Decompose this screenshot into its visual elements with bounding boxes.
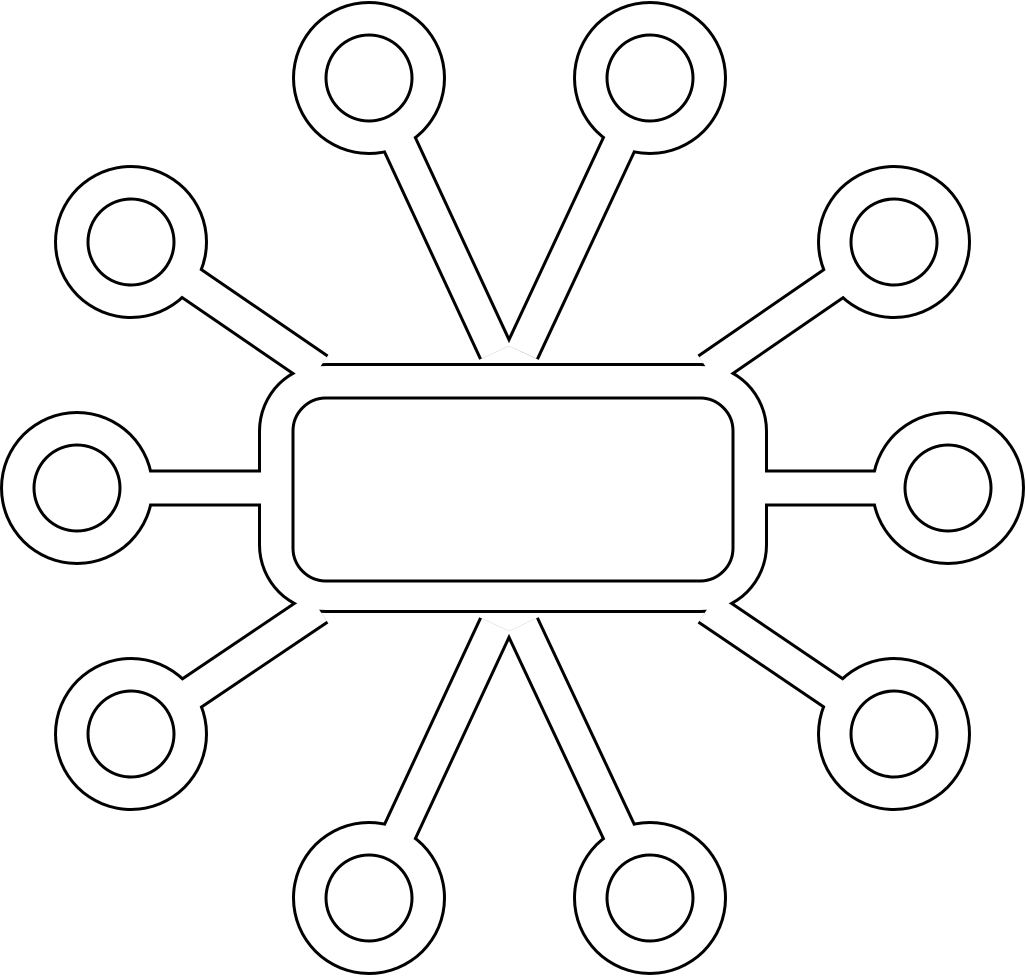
node-middle-right xyxy=(874,414,1022,562)
node-lower-right xyxy=(820,660,968,808)
hub-inner-rect xyxy=(291,396,735,583)
node-top-right xyxy=(576,4,724,152)
node-bottom-right xyxy=(576,824,724,972)
node-top-left xyxy=(295,4,443,152)
node-upper-right xyxy=(820,168,968,316)
node-upper-right-inner-circle xyxy=(849,197,939,287)
node-upper-left-inner-circle xyxy=(86,197,176,287)
node-middle-left-inner-circle xyxy=(32,443,122,533)
node-lower-left xyxy=(57,660,205,808)
node-lower-right-inner-circle xyxy=(849,689,939,779)
node-middle-right-inner-circle xyxy=(903,443,993,533)
node-lower-left-inner-circle xyxy=(86,689,176,779)
node-bottom-left-inner-circle xyxy=(324,853,414,943)
node-bottom-right-inner-circle xyxy=(605,853,695,943)
node-bottom-left xyxy=(295,824,443,972)
node-top-right-inner-circle xyxy=(605,33,695,123)
node-top-left-inner-circle xyxy=(324,33,414,123)
node-middle-left xyxy=(3,414,151,562)
fill-layer xyxy=(3,4,1022,972)
node-upper-left xyxy=(57,168,205,316)
hub-fill xyxy=(261,366,765,610)
inner-detail-layer xyxy=(32,33,993,943)
